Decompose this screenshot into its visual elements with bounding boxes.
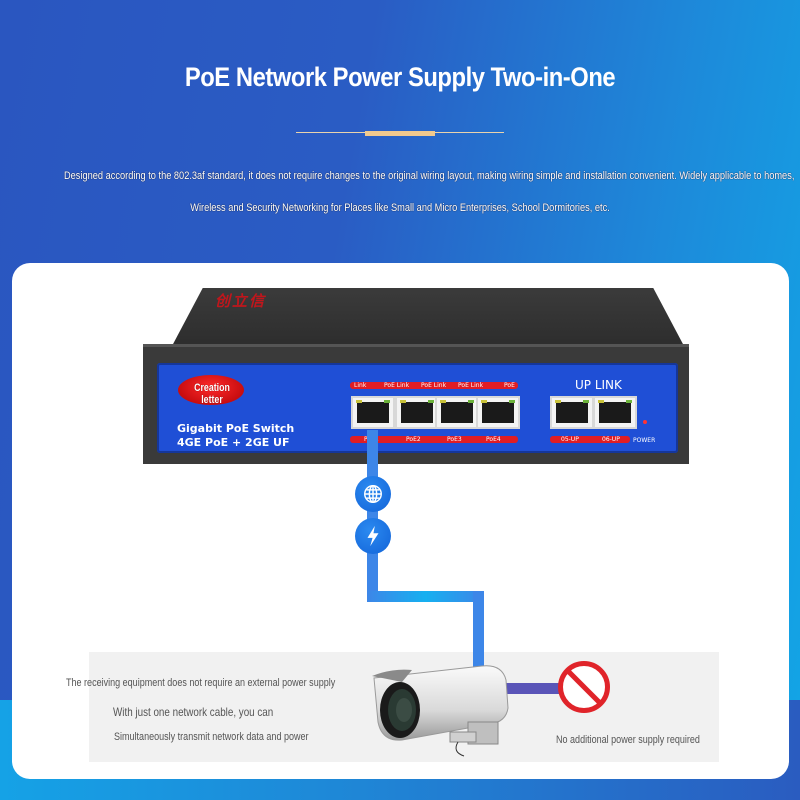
uplink-label-bar bbox=[550, 436, 630, 443]
network-cable-down bbox=[473, 591, 484, 671]
switch-top-cover bbox=[172, 288, 684, 346]
port-top-label: PoE Link bbox=[458, 382, 484, 389]
switch-brand-mark: 创立信 bbox=[215, 293, 267, 310]
led-icon bbox=[440, 400, 446, 403]
power-cable-blocked bbox=[505, 683, 563, 694]
uplink-port-5 bbox=[550, 396, 594, 429]
poe-port-label: PoE3 bbox=[447, 436, 462, 443]
power-led-icon bbox=[643, 420, 647, 424]
description-line-2: Wireless and Security Networking for Pla… bbox=[190, 202, 610, 214]
led-icon bbox=[428, 400, 434, 403]
led-icon bbox=[583, 400, 589, 403]
port-top-label: Link bbox=[354, 382, 367, 389]
prohibited-icon bbox=[558, 661, 610, 713]
switch-model-line-1: Gigabit PoE Switch bbox=[177, 422, 295, 435]
power-label: POWER bbox=[633, 437, 656, 444]
uplink-port-6 bbox=[593, 396, 637, 429]
globe-icon bbox=[355, 476, 391, 512]
brand-logo-text: Creation letter bbox=[194, 382, 230, 406]
description-line-1: Designed according to the 802.3af standa… bbox=[64, 170, 795, 182]
port-top-label-bar bbox=[350, 382, 518, 389]
poe-port-label: PoE2 bbox=[406, 436, 421, 443]
uplink-port-label: 05-UP bbox=[561, 436, 579, 443]
note-line-1: The receiving equipment does not require… bbox=[66, 677, 336, 689]
uplink-title: UP LINK bbox=[575, 378, 622, 392]
lightning-icon bbox=[355, 518, 391, 554]
port-top-label: PoE bbox=[504, 382, 515, 389]
port-bottom-label-bar bbox=[350, 436, 518, 443]
led-icon bbox=[481, 400, 487, 403]
poe-port-1 bbox=[351, 396, 395, 429]
led-icon bbox=[356, 400, 362, 403]
port-top-label: PoE Link bbox=[384, 382, 410, 389]
note-right: No additional power supply required bbox=[556, 734, 700, 746]
poe-port-4 bbox=[476, 396, 520, 429]
network-cable-vertical bbox=[367, 430, 378, 602]
led-icon bbox=[598, 400, 604, 403]
brand-logo-icon bbox=[178, 375, 244, 405]
note-line-3: Simultaneously transmit network data and… bbox=[114, 731, 309, 743]
led-icon bbox=[400, 400, 406, 403]
port-top-label: PoE Link bbox=[421, 382, 447, 389]
switch-model-line-2: 4GE PoE + 2GE UF bbox=[177, 436, 290, 449]
poe-port-2 bbox=[395, 396, 439, 429]
note-line-2: With just one network cable, you can bbox=[113, 705, 274, 719]
led-icon bbox=[468, 400, 474, 403]
led-icon bbox=[509, 400, 515, 403]
network-cable-horizontal bbox=[367, 591, 484, 602]
title-divider-accent bbox=[365, 131, 435, 136]
poe-port-label: PoE4 bbox=[486, 436, 501, 443]
led-icon bbox=[384, 400, 390, 403]
page-title: PoE Network Power Supply Two-in-One bbox=[184, 62, 616, 92]
poe-port-3 bbox=[435, 396, 479, 429]
uplink-port-label: 06-UP bbox=[602, 436, 620, 443]
led-icon bbox=[626, 400, 632, 403]
security-camera-icon bbox=[372, 665, 509, 757]
led-icon bbox=[555, 400, 561, 403]
